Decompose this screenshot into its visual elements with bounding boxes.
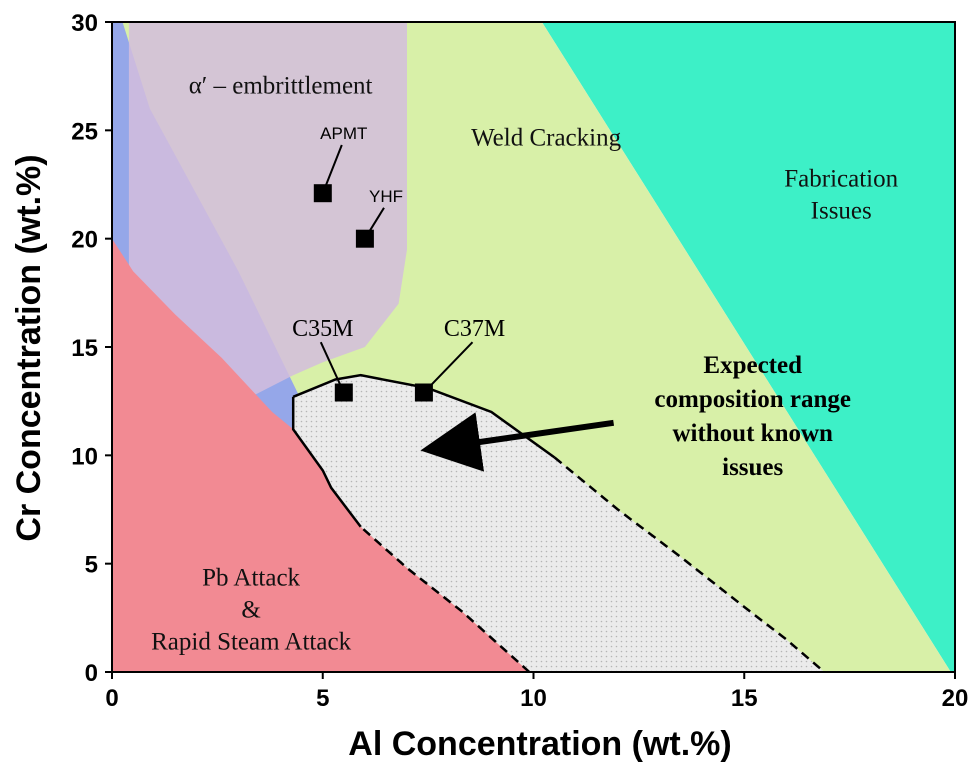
alloy-layer: APMT YHF C35M C37M bbox=[292, 124, 505, 402]
region-label-fabrication: Fabrication bbox=[784, 166, 898, 193]
alloy-label-c37m: C37M bbox=[444, 316, 505, 342]
y-tick-label: 20 bbox=[71, 227, 98, 254]
y-axis-title: Cr Concentration (wt.%) bbox=[10, 154, 48, 541]
y-tick-label: 25 bbox=[71, 118, 98, 145]
y-tick-label: 0 bbox=[85, 660, 98, 687]
alloy-marker-c35m bbox=[334, 383, 353, 402]
annotation-arrow bbox=[420, 412, 615, 472]
y-tick-label: 5 bbox=[85, 552, 98, 579]
y-tick-label: 10 bbox=[71, 443, 98, 470]
boundary-lower-solid bbox=[291, 396, 362, 528]
region-label-alpha: α′ – embrittlement bbox=[189, 73, 373, 100]
alloy-marker-c37m bbox=[414, 383, 433, 402]
y-tick-label: 15 bbox=[71, 335, 98, 362]
alloy-label-yhf: YHF bbox=[369, 187, 403, 206]
boundary-right-dashed bbox=[553, 456, 826, 673]
region-label-pb: Pb Attack bbox=[202, 564, 300, 591]
x-axis: 0 5 10 15 20 bbox=[105, 672, 968, 712]
annotation-text: issues bbox=[722, 454, 783, 481]
alloy-label-c35m: C35M bbox=[292, 316, 353, 342]
boundary-upper-solid bbox=[292, 373, 556, 459]
region-label-weld: Weld Cracking bbox=[471, 125, 622, 152]
region-label-pb: & bbox=[241, 596, 260, 623]
annotation-layer: Expected composition range without known is… bbox=[420, 352, 851, 481]
region-pb bbox=[112, 238, 530, 672]
alloy-marker-yhf bbox=[355, 229, 374, 248]
boundary-lower-dashed bbox=[359, 525, 531, 673]
x-tick-label: 15 bbox=[731, 685, 758, 712]
alloy-label-apmt: APMT bbox=[320, 124, 367, 143]
alloy-marker-apmt bbox=[313, 184, 332, 203]
x-axis-title: Al Concentration (wt.%) bbox=[348, 725, 731, 763]
y-axis: 0 5 10 15 20 25 30 bbox=[71, 10, 112, 687]
y-tick-label: 30 bbox=[71, 10, 98, 37]
annotation-text: composition range bbox=[654, 386, 851, 413]
annotation-text: without known bbox=[672, 420, 833, 447]
boundary-layer bbox=[291, 373, 826, 673]
x-tick-label: 0 bbox=[105, 685, 118, 712]
region-label-fabrication: Issues bbox=[811, 198, 872, 225]
x-tick-label: 5 bbox=[316, 685, 329, 712]
region-fabrication bbox=[541, 22, 955, 672]
region-label-pb: Rapid Steam Attack bbox=[151, 628, 351, 655]
annotation-text: Expected bbox=[703, 352, 802, 379]
x-tick-label: 20 bbox=[942, 685, 969, 712]
x-tick-label: 10 bbox=[520, 685, 547, 712]
